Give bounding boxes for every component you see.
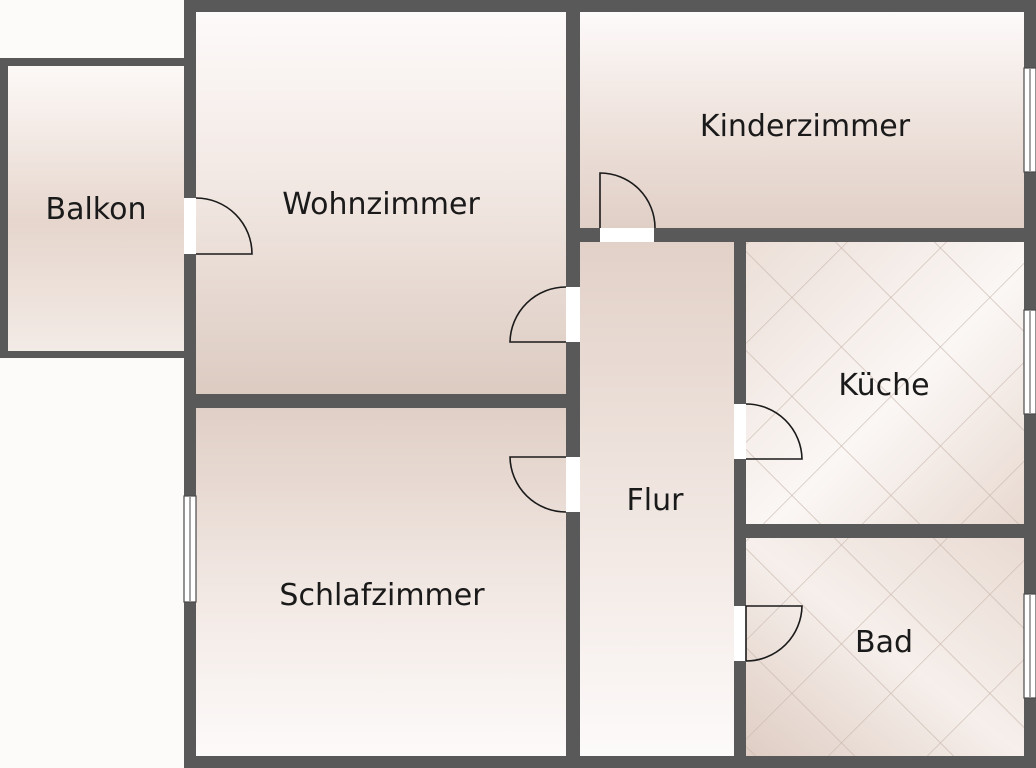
bad-tiles <box>746 538 1024 756</box>
wohnzimmer-floor <box>196 12 566 394</box>
balkon-floor <box>8 66 184 351</box>
door-gap-kueche <box>734 404 746 459</box>
window-kueche <box>1023 309 1036 415</box>
door-swing-schlafzimmer <box>509 456 567 513</box>
door-gap-wohnzimmer <box>566 287 580 342</box>
flur-floor <box>580 242 734 756</box>
door-gap-schlafzimmer <box>566 457 580 512</box>
door-swing-bad <box>745 605 803 662</box>
door-swing-wohnzimmer <box>509 286 567 343</box>
door-gap-kinderzimmer <box>600 228 654 242</box>
room-label-schlafzimmer: Schlafzimmer <box>279 578 485 613</box>
room-label-kueche: Küche <box>838 368 929 403</box>
room-label-kinderzimmer: Kinderzimmer <box>700 109 911 144</box>
room-label-flur: Flur <box>627 483 685 518</box>
window-kinderzimmer <box>1023 67 1036 173</box>
window-schlafzimmer <box>183 495 197 603</box>
window-bad <box>1023 593 1036 699</box>
door-gap-bad <box>734 606 746 661</box>
kueche-tiles <box>746 242 1024 524</box>
kinderzimmer-floor <box>580 12 1024 228</box>
door-swing-kinderzimmer <box>599 172 656 229</box>
room-label-bad: Bad <box>855 625 913 660</box>
room-label-balkon: Balkon <box>46 192 147 227</box>
room-label-wohnzimmer: Wohnzimmer <box>282 187 480 222</box>
door-swing-balkon <box>195 197 253 255</box>
door-gap-balkon <box>184 198 196 254</box>
door-swing-kueche <box>745 403 803 460</box>
schlafzimmer-floor <box>196 408 566 756</box>
